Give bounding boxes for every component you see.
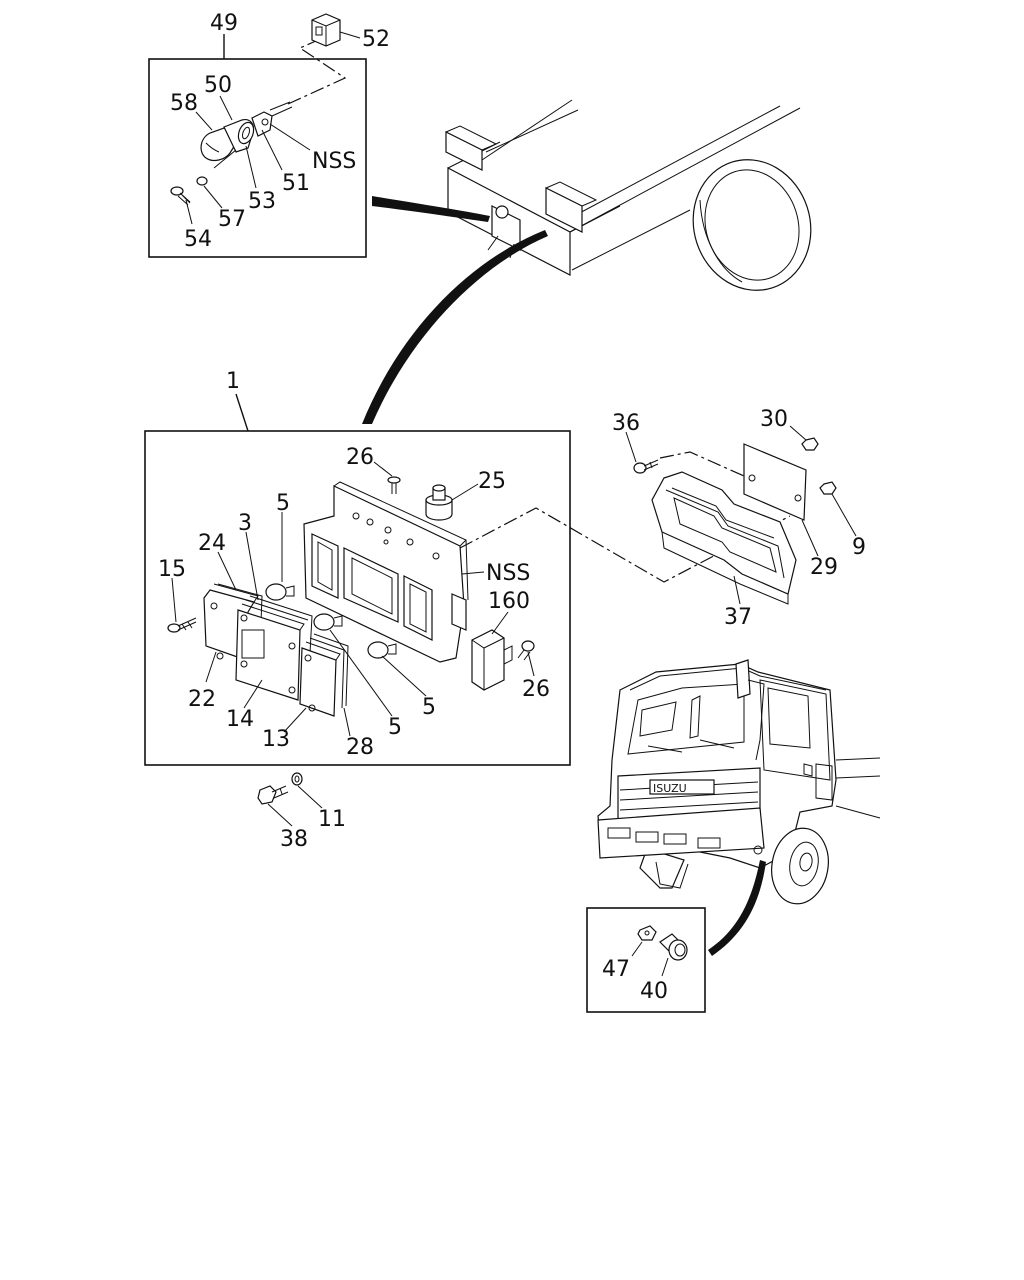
arrow-inset-to-lamp: [372, 196, 490, 222]
callout-47: 47: [602, 957, 630, 982]
grille-badge: ISUZU: [653, 782, 687, 795]
bulb-5-a: [265, 583, 295, 601]
arrow-chassis-to-lamp-assy: [362, 230, 548, 424]
screw-26-right: [517, 640, 535, 661]
bulb-5-c: [367, 641, 397, 659]
callout-36: 36: [612, 411, 640, 436]
callout-nss-top: NSS: [312, 149, 356, 174]
license-lamp-inset: [148, 13, 367, 258]
callout-26-top: 26: [346, 445, 374, 470]
bracket-29: [743, 443, 807, 521]
lens-13: [299, 637, 345, 717]
bracket-51: [251, 101, 293, 137]
callout-40: 40: [640, 979, 668, 1004]
bolt-38-washer-11: [257, 772, 323, 827]
inset-frame-bottom: [586, 907, 706, 1013]
nut-9: [819, 481, 837, 495]
nut-30: [801, 437, 819, 451]
lamp-housing: [303, 481, 469, 663]
callout-13: 13: [262, 727, 290, 752]
connector-52: [311, 13, 341, 47]
callout-52: 52: [362, 27, 390, 52]
callout-1: 1: [226, 369, 240, 394]
side-marker-inset: [586, 907, 706, 1013]
wire-to-connector: [287, 39, 347, 105]
callout-57: 57: [218, 207, 246, 232]
nut-47: [637, 925, 657, 941]
callout-5-right: 5: [422, 695, 436, 720]
lamp-assembly-inset: [144, 393, 791, 766]
washer-57: [196, 176, 208, 186]
callout-37: 37: [724, 605, 752, 630]
callout-26-right: 26: [522, 677, 550, 702]
callout-nss-mid: NSS: [486, 561, 530, 586]
relay-160: [471, 629, 513, 691]
callout-5-bottom: 5: [388, 715, 402, 740]
callout-50: 50: [204, 73, 232, 98]
socket-53: [223, 119, 255, 153]
callout-11: 11: [318, 807, 346, 832]
callout-24: 24: [198, 531, 226, 556]
screw-36: [633, 459, 659, 474]
callout-28: 28: [346, 735, 374, 760]
callout-5-top: 5: [276, 491, 290, 516]
screw-15: [167, 617, 197, 633]
callout-54: 54: [184, 227, 212, 252]
arrow-truck-to-inset: [708, 860, 766, 956]
callout-53: 53: [248, 189, 276, 214]
screw-54: [170, 186, 191, 206]
callout-49: 49: [210, 11, 238, 36]
callout-51: 51: [282, 171, 310, 196]
callout-22: 22: [188, 687, 216, 712]
rear-body-illustration: [445, 99, 812, 291]
grommet-25: [425, 484, 453, 521]
callout-25: 25: [478, 469, 506, 494]
callout-15: 15: [158, 557, 186, 582]
lens-14: [235, 599, 309, 701]
callout-14: 14: [226, 707, 254, 732]
callout-3: 3: [238, 511, 252, 536]
inset-frame-top: [148, 58, 367, 258]
lamp-body-37: [651, 471, 797, 605]
callout-9: 9: [852, 535, 866, 560]
callout-29: 29: [810, 555, 838, 580]
screw-26-top: [387, 476, 401, 494]
truck-cab-illustration: ISUZU: [597, 659, 881, 905]
callout-160: 160: [488, 589, 530, 614]
bulb-5-b: [313, 613, 343, 631]
marker-lamp-40: [659, 933, 688, 961]
callout-58: 58: [170, 91, 198, 116]
inset-frame-main: [144, 430, 571, 766]
gasket-28: [313, 633, 349, 707]
callout-30: 30: [760, 407, 788, 432]
rear-lamp-right: [625, 425, 857, 605]
callout-38: 38: [280, 827, 308, 852]
